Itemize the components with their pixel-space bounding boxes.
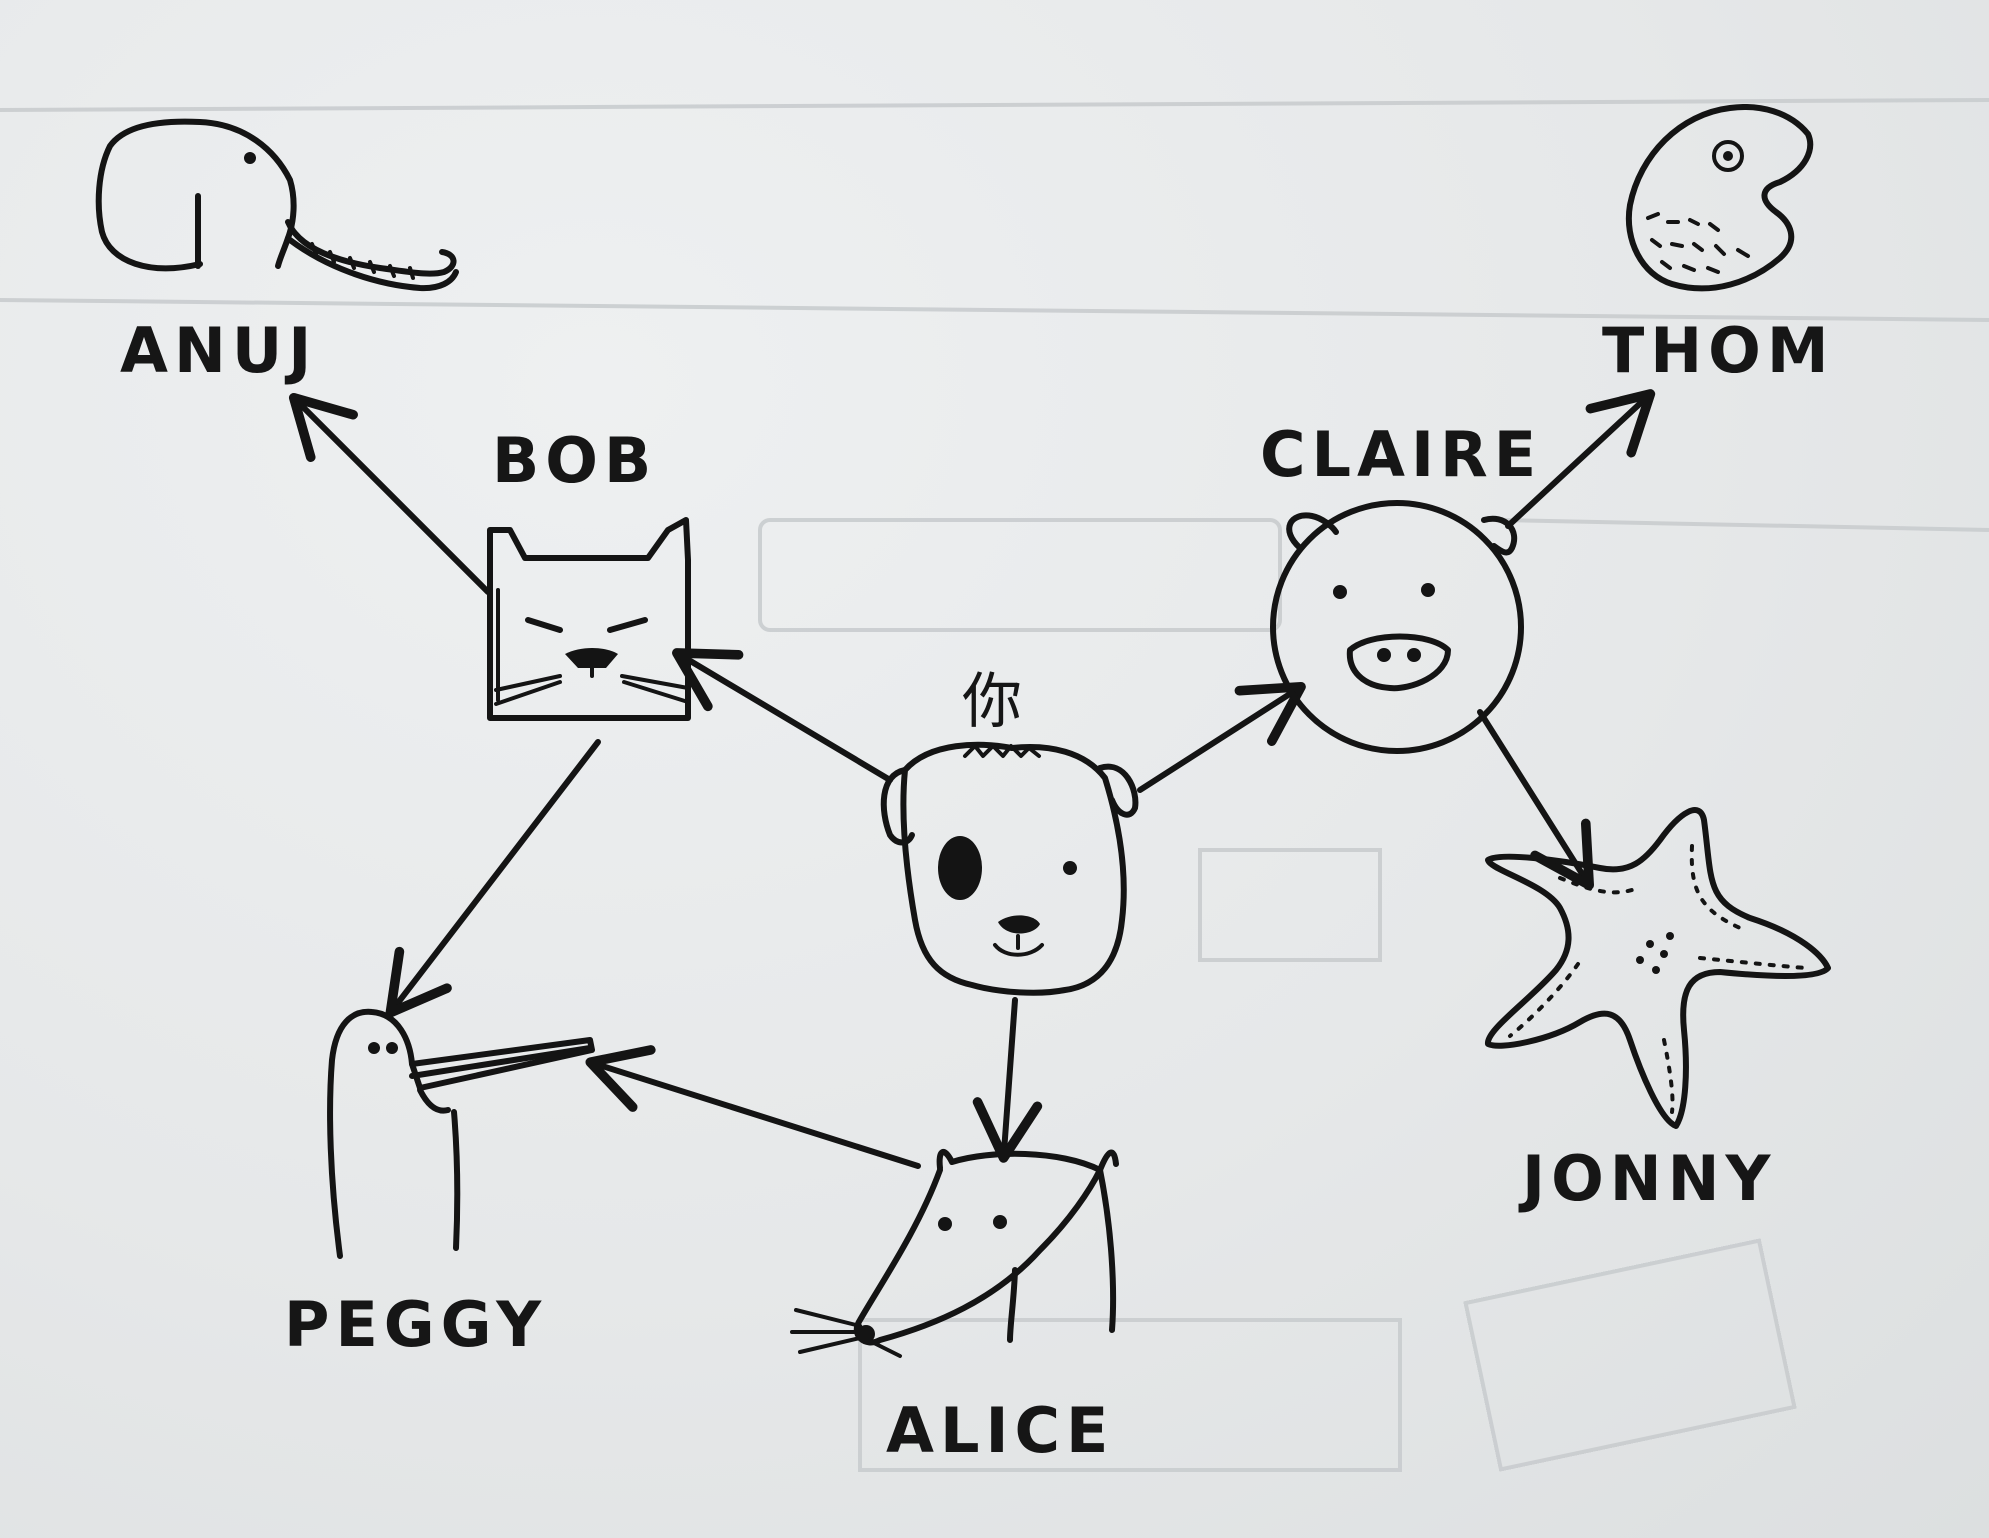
node-you[interactable]: 你 (880, 667, 1139, 996)
elephant-icon (95, 118, 459, 292)
node-anuj-label: ANUJ (120, 314, 317, 387)
node-peggy[interactable]: PEGGY (284, 1008, 595, 1361)
bird-icon (327, 1008, 595, 1259)
node-alice[interactable]: ALICE (790, 1149, 1119, 1467)
dog-icon (880, 741, 1139, 996)
edge-claire-jonny (1477, 709, 1595, 890)
edge-you-alice (972, 997, 1043, 1163)
edge-bob-peggy (385, 739, 601, 1018)
edge-you-bob (672, 648, 893, 783)
pig-icon (1270, 500, 1524, 754)
node-thom-label: THOM (1602, 314, 1835, 387)
node-alice-label: ALICE (886, 1394, 1114, 1467)
node-anuj[interactable]: ANUJ (95, 118, 459, 387)
fish-icon (1625, 104, 1814, 292)
edge-claire-thom (1505, 389, 1656, 529)
cat-icon (487, 517, 691, 721)
node-jonny[interactable]: JONNY (1485, 807, 1831, 1215)
node-bob-label: BOB (492, 424, 657, 497)
edges (288, 389, 1656, 1169)
node-jonny-label: JONNY (1518, 1142, 1776, 1215)
node-you-label: 你 (962, 667, 1022, 737)
node-thom[interactable]: THOM (1602, 104, 1835, 387)
edge-bob-anuj (288, 392, 491, 595)
starfish-icon (1485, 807, 1831, 1129)
node-peggy-label: PEGGY (284, 1288, 547, 1361)
edge-alice-peggy (585, 1045, 921, 1169)
edge-you-claire (1137, 681, 1306, 793)
node-claire[interactable]: CLAIRE (1260, 418, 1542, 754)
rat-icon (790, 1149, 1119, 1358)
paper-show-through (0, 98, 1989, 1472)
node-bob[interactable]: BOB (487, 424, 691, 721)
node-claire-label: CLAIRE (1260, 418, 1542, 491)
